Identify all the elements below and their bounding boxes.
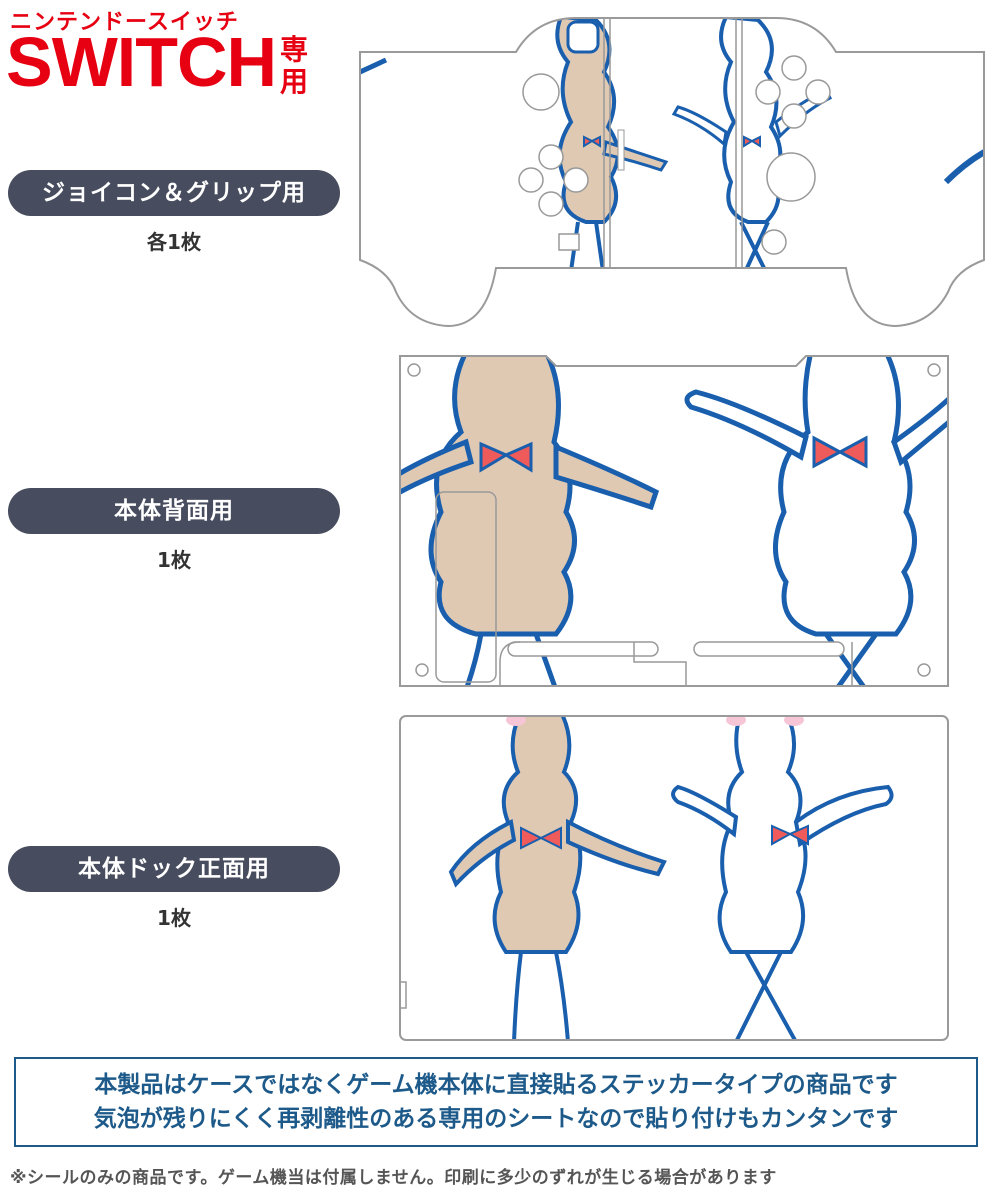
console-back-sticker-preview [399, 355, 949, 687]
product-suffix: 専用 [280, 33, 309, 98]
section-count-dock: 1枚 [157, 906, 191, 930]
section-label-joycon: ジョイコン＆グリップ用 [8, 170, 340, 216]
section-count-joycon: 各1枚 [147, 230, 201, 254]
disclaimer-footnote: ※シールのみの商品です。ゲーム機当は付属しません。印刷に多少のずれが生じる場合が… [10, 1168, 777, 1188]
joycon-grip-sticker-preview [359, 17, 985, 328]
notice-line-1: 本製品はケースではなくゲーム機本体に直接貼るステッカータイプの商品です [94, 1072, 898, 1098]
product-notice-box: 本製品はケースではなくゲーム機本体に直接貼るステッカータイプの商品です 気泡が残… [14, 1057, 978, 1147]
section-count-back: 1枚 [157, 548, 191, 572]
product-kana-title: ニンテンドースイッチ [10, 10, 239, 35]
section-label-dock: 本体ドック正面用 [8, 846, 340, 892]
product-main-title: SWITCH [6, 23, 277, 101]
section-label-back: 本体背面用 [8, 488, 340, 534]
notice-line-2: 気泡が残りにくく再剥離性のある専用のシートなので貼り付けもカンタンです [93, 1106, 899, 1132]
dock-front-sticker-preview [399, 715, 949, 1041]
